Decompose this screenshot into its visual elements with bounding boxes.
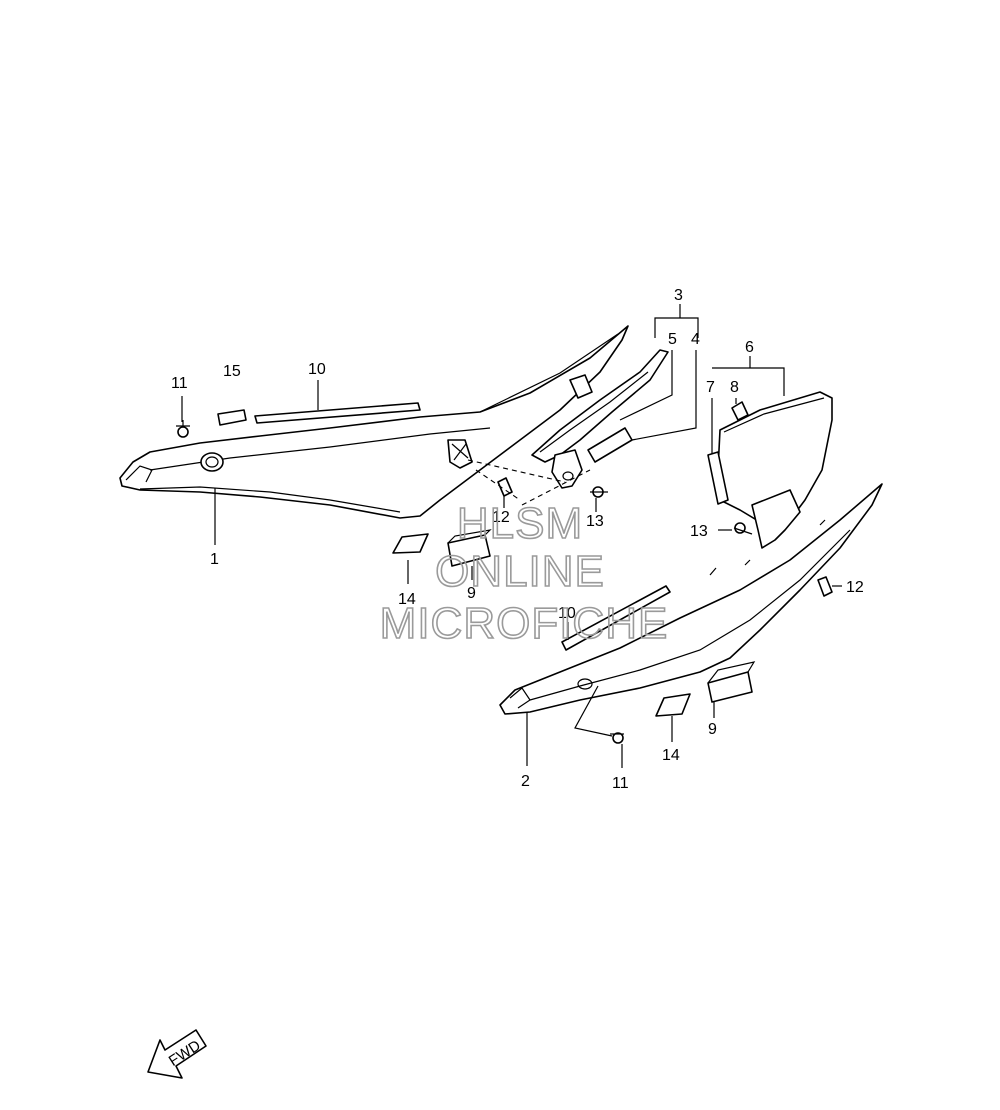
- cushion-strip-lower[interactable]: [561, 585, 671, 651]
- callout-1: 1: [210, 551, 219, 568]
- callout-7: 7: [706, 379, 715, 396]
- callout-3: 3: [674, 287, 683, 304]
- cushion-strip-upper[interactable]: [254, 402, 421, 424]
- watermark: HLSM ONLINE MICROFICHE: [379, 498, 669, 649]
- callout-11-lower: 11: [612, 775, 629, 792]
- clip-12-lower-icon[interactable]: [817, 576, 833, 597]
- callout-9-lower: 9: [708, 721, 717, 738]
- watermark-line-3: MICROFICHE: [380, 599, 669, 648]
- inner-panel-assembly[interactable]: [531, 349, 669, 489]
- callout-12-lower: 12: [846, 579, 864, 596]
- screw-13-lower-icon[interactable]: [733, 522, 753, 535]
- frame-cover-panel[interactable]: [707, 391, 833, 549]
- callout-9-upper: 9: [467, 585, 476, 602]
- callout-11-upper: 11: [171, 375, 188, 392]
- pad-15[interactable]: [217, 409, 247, 426]
- screw-13-upper-icon[interactable]: [590, 486, 608, 498]
- callout-6: 6: [745, 339, 754, 356]
- screw-11-upper-icon[interactable]: [176, 420, 190, 438]
- callout-12-upper: 12: [492, 509, 510, 526]
- callout-10-lower: 10: [558, 605, 576, 622]
- callout-14-lower: 14: [662, 747, 680, 764]
- side-cover-left[interactable]: [119, 325, 629, 519]
- callout-2: 2: [521, 773, 530, 790]
- callout-4: 4: [691, 331, 700, 348]
- watermark-line-2: ONLINE: [435, 547, 605, 596]
- callout-15: 15: [223, 363, 241, 380]
- pad-14-lower[interactable]: [655, 693, 691, 717]
- callout-14-upper: 14: [398, 591, 416, 608]
- screw-11-lower-icon[interactable]: [610, 732, 624, 744]
- fwd-arrow-icon: FWD: [147, 1029, 207, 1079]
- callout-13-lower: 13: [690, 523, 708, 540]
- pad-9-upper[interactable]: [447, 529, 492, 567]
- callout-10-upper: 10: [308, 361, 326, 378]
- callout-13-upper: 13: [586, 513, 604, 530]
- pad-9-lower[interactable]: [707, 661, 756, 703]
- watermark-line-1: HLSM: [457, 499, 583, 548]
- callout-8: 8: [730, 379, 739, 396]
- pad-14-upper[interactable]: [392, 533, 429, 554]
- callout-5: 5: [668, 331, 677, 348]
- side-cover-right[interactable]: [499, 483, 883, 715]
